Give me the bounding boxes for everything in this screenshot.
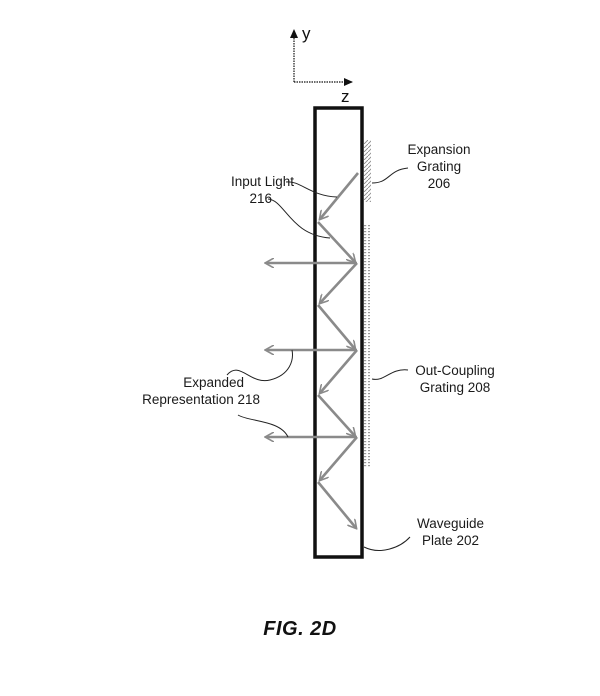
label-expansion-line1: Expansion [407, 142, 471, 157]
ray-segment [320, 349, 358, 393]
label-waveguide-line2: Plate 202 [421, 533, 480, 548]
ray-segment [316, 481, 356, 528]
leader-input-light-ref [267, 198, 331, 239]
figure-caption: FIG. 2D [263, 618, 337, 640]
leader-expansion-grating [371, 167, 409, 184]
out-coupling-grating [364, 225, 370, 467]
label-expanded-line1: Expanded [183, 375, 244, 390]
label-expansion-line2: Grating [416, 159, 462, 174]
label-expanded-line2: Representation 218 [142, 392, 260, 407]
axes [290, 29, 353, 86]
label-waveguide-line1: Waveguide [416, 516, 485, 531]
label-input-light-name: Input Light [230, 174, 294, 189]
leader-input-light [285, 181, 338, 198]
light-rays [266, 172, 360, 528]
leader-out-coupling [371, 369, 409, 380]
ray-input [320, 172, 360, 219]
z-axis-label: z [341, 87, 350, 106]
ray-segment [320, 262, 358, 303]
label-expanded-representation: Expanded Representation 218 [130, 374, 260, 408]
label-input-light: Input Light 216 [214, 173, 294, 207]
ray-segment [317, 394, 355, 436]
label-expansion-grating: Expansion Grating 206 [404, 141, 474, 192]
y-axis-label: y [302, 24, 311, 43]
label-out-coupling-line2: Grating 208 [419, 380, 491, 395]
label-waveguide-plate: Waveguide Plate 202 [413, 515, 488, 549]
label-input-light-ref: 216 [249, 191, 272, 206]
leader-lines [226, 167, 411, 551]
label-out-coupling-grating: Out-Coupling Grating 208 [405, 362, 505, 396]
leader-expanded-rep-2 [237, 414, 289, 438]
ray-segment [317, 221, 355, 262]
waveguide-plate [313, 106, 364, 559]
ray-segment [320, 436, 358, 480]
label-out-coupling-line1: Out-Coupling [415, 363, 495, 378]
ray-segment [317, 304, 355, 349]
label-expansion-ref: 206 [427, 176, 451, 191]
expansion-grating [364, 140, 371, 202]
leader-waveguide-plate [363, 536, 411, 551]
leader-expanded-rep-1 [226, 349, 293, 382]
